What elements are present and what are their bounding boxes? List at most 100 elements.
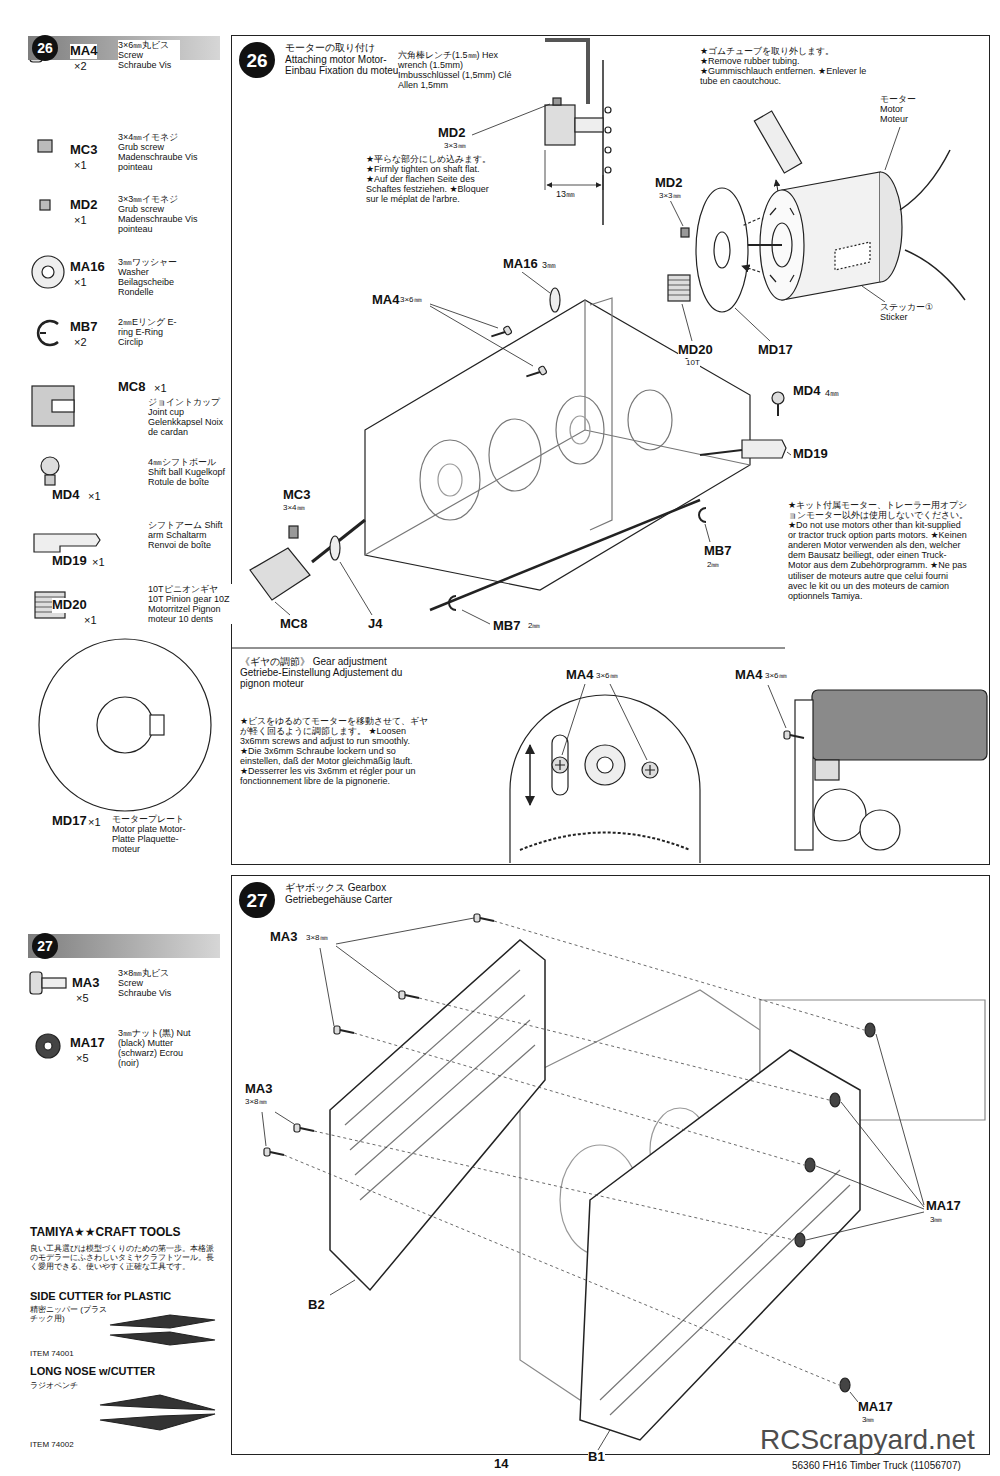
dimension: 3×4㎜ xyxy=(283,504,305,513)
dimension: ラジオペンチ xyxy=(30,1382,78,1391)
note-text: ×2 xyxy=(74,336,87,348)
step-number: 26 xyxy=(239,42,275,78)
step-number-text: 26 xyxy=(32,35,58,61)
tool-name: SIDE CUTTER for PLASTIC xyxy=(30,1290,171,1302)
part-code: MA16 xyxy=(70,260,105,275)
step-number-text: 27 xyxy=(246,891,267,910)
note-text: ジョイントカップ Joint cup Gelenkkapsel Noix de … xyxy=(148,397,228,437)
part-code: MD17 xyxy=(758,343,793,358)
note-text: ★ビスをゆるめてモーターを移動させて、ギヤが軽く回るように調節します。 ★Loo… xyxy=(240,716,430,787)
note-text: ×2 xyxy=(74,60,87,72)
note-text: 4㎜シフトボール Shift ball Kugelkopf Rotule de … xyxy=(148,457,228,487)
note-text: 3×3㎜イモネジ Grub screw Madenschraube Vis po… xyxy=(118,194,198,234)
note-text: 3×8㎜丸ビス Screw Schraube Vis xyxy=(118,968,180,998)
note-text: 《ギヤの調節》 Gear adjustment Getriebe-Einstel… xyxy=(240,656,405,690)
part-code: MA17 xyxy=(926,1199,961,1214)
dimension: ITEM 74001 xyxy=(30,1350,74,1359)
note-text: ×1 xyxy=(74,214,87,226)
note-text: 3×4㎜イモネジ Grub screw Madenschraube Vis po… xyxy=(118,132,198,172)
part-code: MB7 xyxy=(70,320,97,335)
note-text: 3×6㎜丸ビス Screw Schraube Vis xyxy=(118,40,180,70)
part-code: MC8 xyxy=(118,380,145,395)
note-text: ★キット付属モーター、トレーラー用オプションモーター以外は使用しないでください。… xyxy=(788,500,968,601)
part-code: B1 xyxy=(588,1450,605,1465)
step-panel: ギヤボックス Gearbox Getriebegehäuse Carter 27 xyxy=(231,875,990,1455)
part-code: MB7 xyxy=(704,544,731,559)
part-code: B2 xyxy=(308,1298,325,1313)
note-text: 3㎜ワッシャー Washer Beilagscheibe Rondelle xyxy=(118,257,190,297)
note-text: ×1 xyxy=(74,159,87,171)
part-code: MA3 xyxy=(72,976,99,991)
note-text: 4㎜ xyxy=(825,388,839,398)
dimension: 3㎜ xyxy=(930,1216,942,1225)
note-text: ×1 xyxy=(88,816,101,828)
part-code: MD2 xyxy=(438,126,465,141)
note-text: ★ゴムチューブを取り外します。 ★Remove rubber tubing. ★… xyxy=(700,46,870,86)
dimension: 3×3㎜ xyxy=(444,142,466,151)
step-number-text: 27 xyxy=(32,933,58,959)
dimension: 2㎜ xyxy=(528,622,540,631)
note-text: 13㎜ xyxy=(556,189,575,199)
tool-name: TAMIYA★★CRAFT TOOLS xyxy=(30,1226,181,1239)
step-number-text: 26 xyxy=(246,51,267,70)
part-code: MD20 xyxy=(52,598,87,613)
part-code: MD20 xyxy=(678,343,713,358)
dimension: 3×6㎜ xyxy=(400,296,422,305)
note-text: ★平らな部分にしめ込みます。 ★Firmly tighten on shaft … xyxy=(366,154,501,204)
part-code: MA16 xyxy=(503,257,538,272)
note-text: ×1 xyxy=(84,614,97,626)
note-text: ×1 xyxy=(74,276,87,288)
dimension: 10T xyxy=(686,359,700,368)
part-code: MB7 xyxy=(493,619,520,634)
note-text: モーター Motor Moteur xyxy=(880,94,925,124)
dimension: 3㎜ xyxy=(862,1416,874,1425)
part-code: MD4 xyxy=(793,384,820,399)
dimension: 3×8㎜ xyxy=(245,1098,267,1107)
part-code: MD17 xyxy=(52,814,87,829)
dimension: 3×6㎜ xyxy=(765,672,787,681)
part-code: MA3 xyxy=(270,930,297,945)
step-heading: ギヤボックス Gearbox Getriebegehäuse Carter xyxy=(285,882,405,905)
part-code: MD4 xyxy=(52,488,79,503)
note-text: シフトアーム Shift arm Schaltarm Renvoi de boî… xyxy=(148,520,228,550)
note-text: ステッカー① Sticker xyxy=(880,302,942,322)
part-code: MA4 xyxy=(70,44,97,59)
part-code: MD19 xyxy=(52,554,87,569)
tool-name: LONG NOSE w/CUTTER xyxy=(30,1365,155,1377)
note-text: ×1 xyxy=(92,556,105,568)
part-code: MA4 xyxy=(566,668,593,683)
part-code: MA3 xyxy=(245,1082,272,1097)
note-text: 10Tピニオンギヤ 10T Pinion gear 10Z Motorritze… xyxy=(148,584,233,624)
part-code: MD19 xyxy=(793,447,828,462)
note-text: ×1 xyxy=(154,382,167,394)
note-text: モータープレート Motor plate Motor-Platte Plaque… xyxy=(112,814,192,854)
dimension: 3×6㎜ xyxy=(596,672,618,681)
part-code: MC3 xyxy=(70,143,97,158)
step-heading: モーターの取り付け Attaching motor Motor-Einbau F… xyxy=(285,42,405,77)
part-code: MD2 xyxy=(70,198,97,213)
note-text: 3㎜ナット(黒) Nut (black) Mutter (schwarz) Ec… xyxy=(118,1028,198,1068)
note-text: 六角棒レンチ(1.5㎜) Hex wrench (1.5mm) Imbussch… xyxy=(398,50,518,90)
note-text: 3㎜ xyxy=(542,260,556,270)
part-code: MA17 xyxy=(70,1036,105,1051)
dimension: 精密ニッパー (プラスチック用) xyxy=(30,1306,110,1324)
dimension: 2㎜ xyxy=(707,561,719,570)
dimension: 3×3㎜ xyxy=(659,192,681,201)
part-code: MD2 xyxy=(655,176,682,191)
part-code: MA4 xyxy=(735,668,762,683)
part-code: MC3 xyxy=(283,488,310,503)
dimension: 3×8㎜ xyxy=(306,934,328,943)
dimension: 良い工具選びは模型づくりのための第一歩。本格派のモデラーにふさわしいタミヤクラフ… xyxy=(30,1245,220,1272)
step-number: 27 xyxy=(239,882,275,918)
step-header-bar: 27 xyxy=(28,934,220,958)
note-text: ×5 xyxy=(76,1052,89,1064)
note-text: 2㎜Eリング E-ring E-Ring Circlip xyxy=(118,317,178,347)
footer-text: 56360 FH16 Timber Truck (11056707) xyxy=(792,1460,961,1471)
note-text: ×5 xyxy=(76,992,89,1004)
dimension: ITEM 74002 xyxy=(30,1441,74,1450)
part-code: MC8 xyxy=(280,617,307,632)
part-code: MA4 xyxy=(372,293,399,308)
page-number: 14 xyxy=(494,1457,508,1472)
part-code: MA17 xyxy=(858,1400,893,1415)
note-text: ×1 xyxy=(88,490,101,502)
